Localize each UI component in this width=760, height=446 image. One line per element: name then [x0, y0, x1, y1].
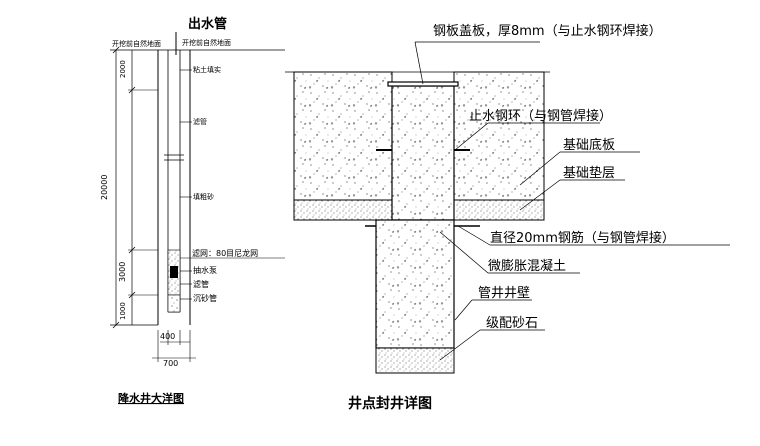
well-concrete [375, 219, 455, 349]
base-cushion-right [453, 199, 545, 221]
label-base-cushion: 基础垫层 [563, 165, 615, 181]
well-seal-drawing: 钢板盖板，厚8mm（与止水钢环焊接） 止水钢环（与钢管焊接） 基础底板 基础垫层… [285, 23, 730, 412]
dewatering-well-drawing: 出水管 开挖前自然地面 开挖前自然地面 粘土填实 滤管 填粗砂 滤网：80目尼龙… [100, 16, 285, 405]
steel-pipe-upper [391, 85, 455, 221]
ground-label-right: 开挖前自然地面 [182, 38, 231, 47]
dim-400: 400 [160, 332, 175, 341]
left-caption: 降水井大洋图 [118, 391, 184, 405]
label-concrete: 微膨胀混凝土 [488, 258, 566, 274]
dim-3000: 3000 [118, 262, 127, 282]
label-clay: 粘土填实 [193, 65, 221, 74]
label-rebar: 直径20mm钢筋（与钢管焊接） [490, 230, 675, 246]
outlet-pipe-title: 出水管 [188, 16, 227, 32]
label-gravel: 级配砂石 [486, 316, 538, 331]
sediment-zone [167, 294, 181, 313]
base-slab-right [453, 71, 545, 201]
label-cover-plate: 钢板盖板，厚8mm（与止水钢环焊接） [433, 23, 662, 39]
label-filter-pipe: 滤管 [193, 117, 207, 126]
label-filter-pipe-lower: 滤管 [193, 279, 209, 289]
label-coarse-sand: 填粗砂 [193, 192, 214, 201]
graded-gravel [375, 347, 455, 374]
label-filter-net: 滤网：80目尼龙网 [192, 248, 258, 258]
label-water-ring: 止水钢环（与钢管焊接） [469, 108, 612, 124]
label-well-wall: 管井井壁 [478, 286, 530, 301]
base-cushion-left [293, 199, 393, 221]
label-base-slab: 基础底板 [563, 137, 615, 153]
dim-1000: 1000 [119, 302, 127, 320]
label-pump: 抽水泵 [193, 265, 217, 275]
dim-2000: 2000 [119, 60, 127, 78]
ground-label-left: 开挖前自然地面 [112, 39, 161, 48]
right-caption: 井点封井详图 [348, 395, 432, 412]
pump-block [170, 266, 178, 278]
base-slab-left [293, 71, 393, 201]
label-sediment-pipe: 沉砂管 [193, 293, 217, 303]
dim-20000: 20000 [100, 175, 109, 200]
dim-700: 700 [163, 359, 178, 368]
